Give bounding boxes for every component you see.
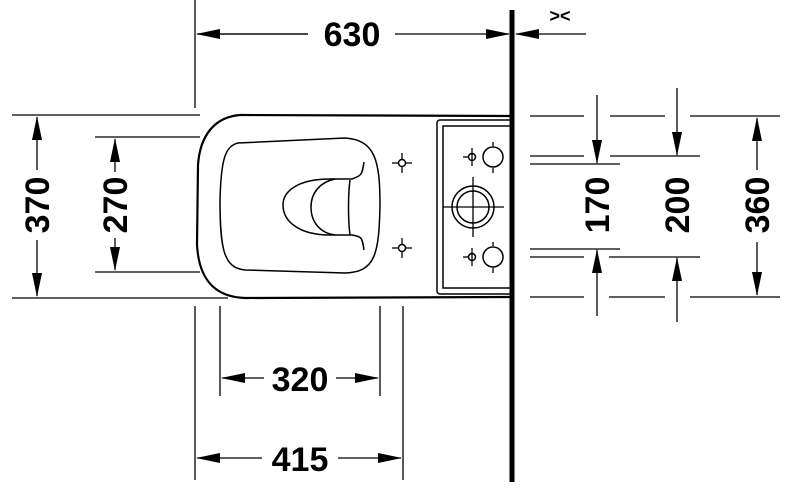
dimension-370: 370 bbox=[12, 114, 228, 299]
dimension-320: 320 bbox=[219, 306, 381, 399]
right-extension-lines bbox=[530, 115, 780, 298]
flush-valve-icon bbox=[443, 177, 504, 237]
dimension-170: 170 bbox=[579, 95, 617, 316]
wall-gap-symbol: >< bbox=[549, 6, 570, 26]
inlet-connection-icon bbox=[463, 142, 504, 173]
dim-270-label: 270 bbox=[97, 177, 135, 234]
fixing-point-icon bbox=[392, 153, 412, 173]
dimension-360: 360 bbox=[739, 117, 777, 296]
fixing-point-icon bbox=[392, 238, 412, 258]
dim-360-label: 360 bbox=[739, 177, 777, 234]
dimension-415: 415 bbox=[194, 306, 404, 480]
dim-370-label: 370 bbox=[19, 177, 57, 234]
dim-200-label: 200 bbox=[659, 177, 697, 234]
dim-415-label: 415 bbox=[272, 441, 329, 479]
inlet-connection-icon bbox=[463, 242, 504, 273]
seat-opening bbox=[219, 137, 381, 274]
dim-320-label: 320 bbox=[272, 361, 329, 399]
bowl-outline bbox=[195, 113, 511, 300]
dim-630-label: 630 bbox=[324, 16, 381, 54]
dimension-200: 200 bbox=[659, 88, 697, 322]
wall-gap-indicator: >< bbox=[515, 6, 586, 39]
dimension-630: 630 bbox=[194, 0, 510, 108]
toilet-plan bbox=[195, 113, 513, 300]
bowl-recess bbox=[282, 161, 365, 251]
dimension-270: 270 bbox=[95, 136, 200, 273]
dim-170-label: 170 bbox=[579, 177, 617, 234]
